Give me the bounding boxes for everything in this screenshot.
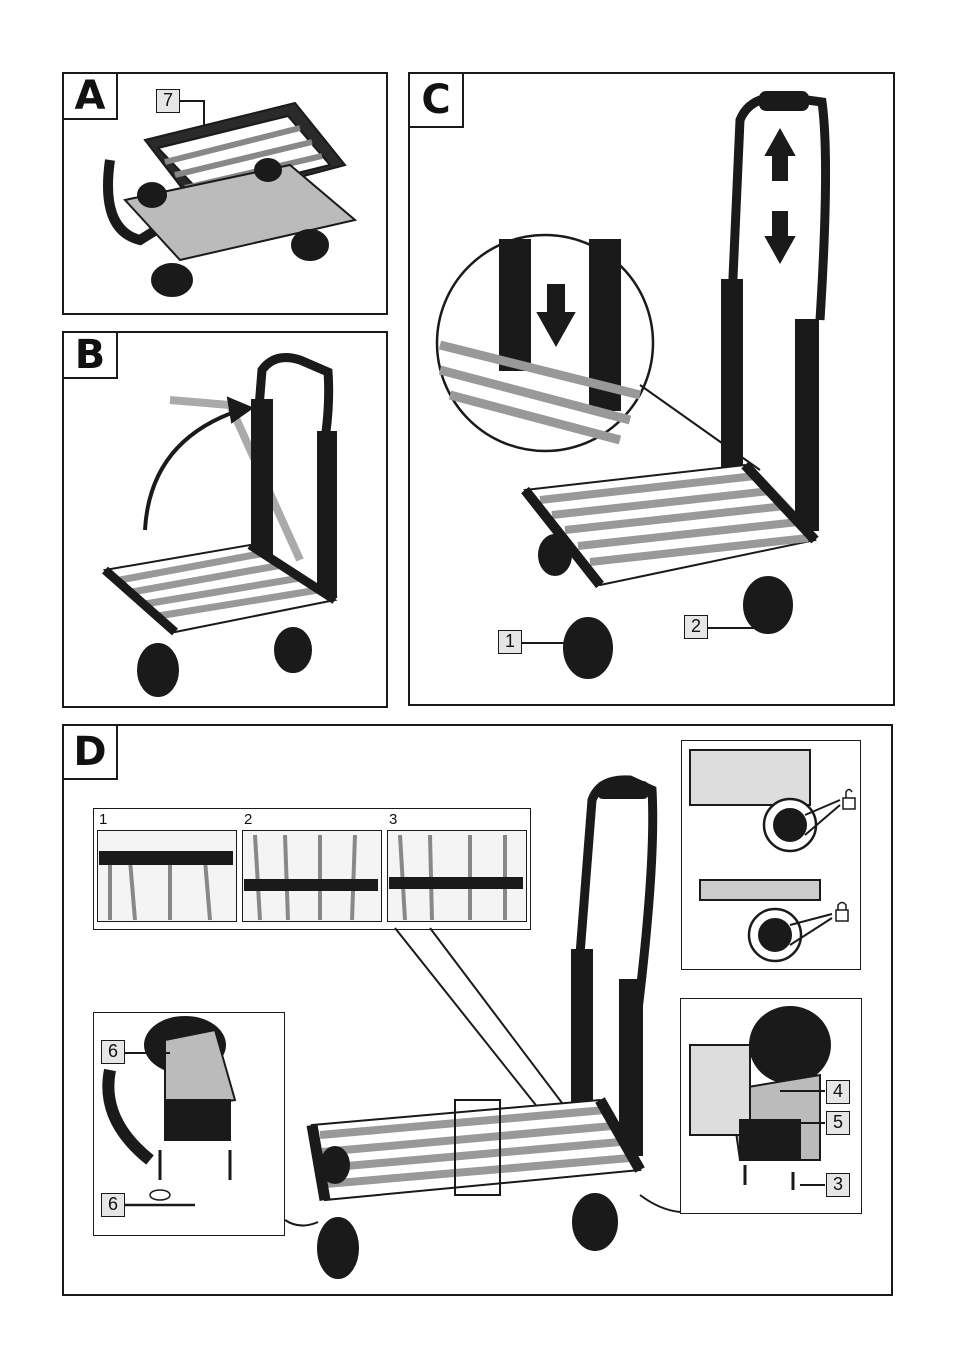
padlock-closed-icon: [836, 903, 848, 922]
rotate-arrow-icon: [150, 1190, 170, 1200]
callout-4: 4: [826, 1080, 850, 1104]
callout-5: 5: [826, 1111, 850, 1135]
padlock-open-icon: [843, 790, 855, 810]
callout-3: 3: [826, 1173, 850, 1197]
callout-6-top: 6: [101, 1040, 125, 1064]
callout-6-bottom: 6: [101, 1193, 125, 1217]
